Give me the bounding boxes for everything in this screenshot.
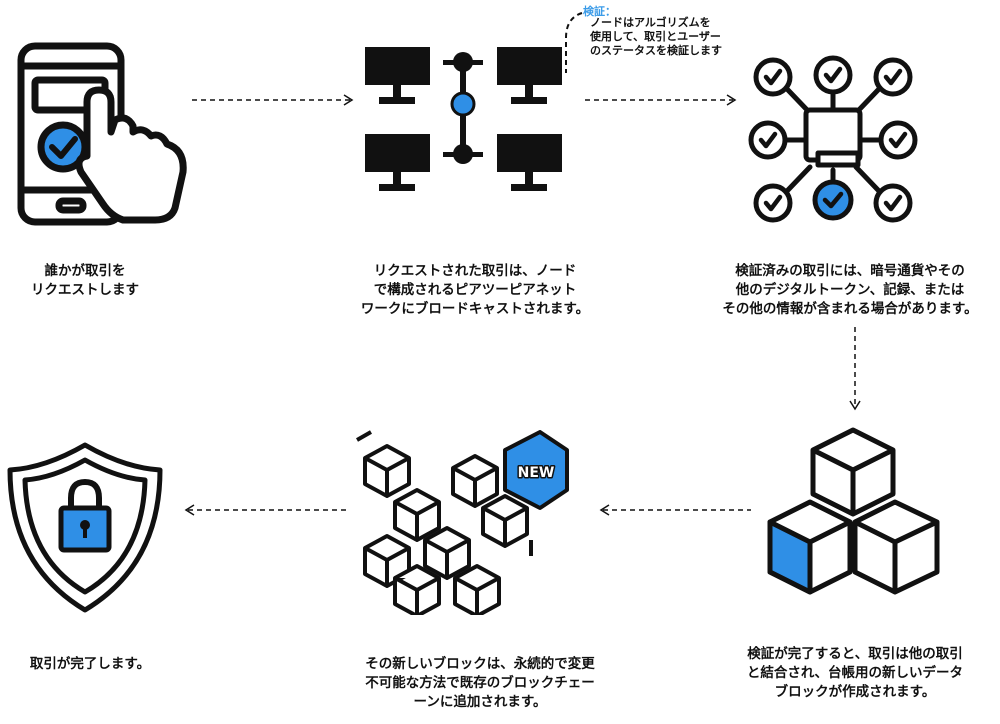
step-caption-1: 誰かが取引を リクエストします bbox=[31, 263, 139, 298]
step-caption-6: 取引が完了します。 bbox=[29, 656, 151, 672]
arrow-right-1 bbox=[192, 94, 354, 106]
arrow-left-1 bbox=[599, 504, 751, 516]
phone-tap-icon bbox=[17, 42, 187, 226]
new-badge: NEW bbox=[518, 465, 555, 481]
step-caption-3: 検証済みの取引には、暗号通貨やその 他のデジタルトークン、記録、または その他の… bbox=[722, 263, 978, 317]
note-text: ノードはアルゴリズムを 使用して、取引とユーザー のステータスを検証します bbox=[590, 16, 722, 57]
p2p-network-icon bbox=[365, 47, 562, 191]
blockchain-new-icon: NEW bbox=[356, 430, 569, 615]
arrow-left-2 bbox=[184, 504, 346, 516]
step-caption-2: リクエストされた取引は、ノード で構成されるピアツーピアネット ワークにブロード… bbox=[360, 263, 590, 317]
step-caption-4: 検証が完了すると、取引は他の取引 と結合され、台帳用の新しいデータ ブロックが作… bbox=[746, 646, 964, 700]
step-caption-5: その新しいブロックは、永続的で変更 不可能な方法で既存のブロックチェー ーンに追… bbox=[365, 656, 595, 710]
arrow-right-2 bbox=[585, 94, 737, 106]
verified-nodes-icon bbox=[748, 55, 918, 223]
arrow-down bbox=[849, 327, 861, 411]
note-label: 検証： bbox=[583, 5, 616, 18]
note-bracket bbox=[565, 12, 583, 73]
data-block-icon bbox=[767, 427, 940, 595]
shield-lock-icon bbox=[7, 442, 163, 613]
